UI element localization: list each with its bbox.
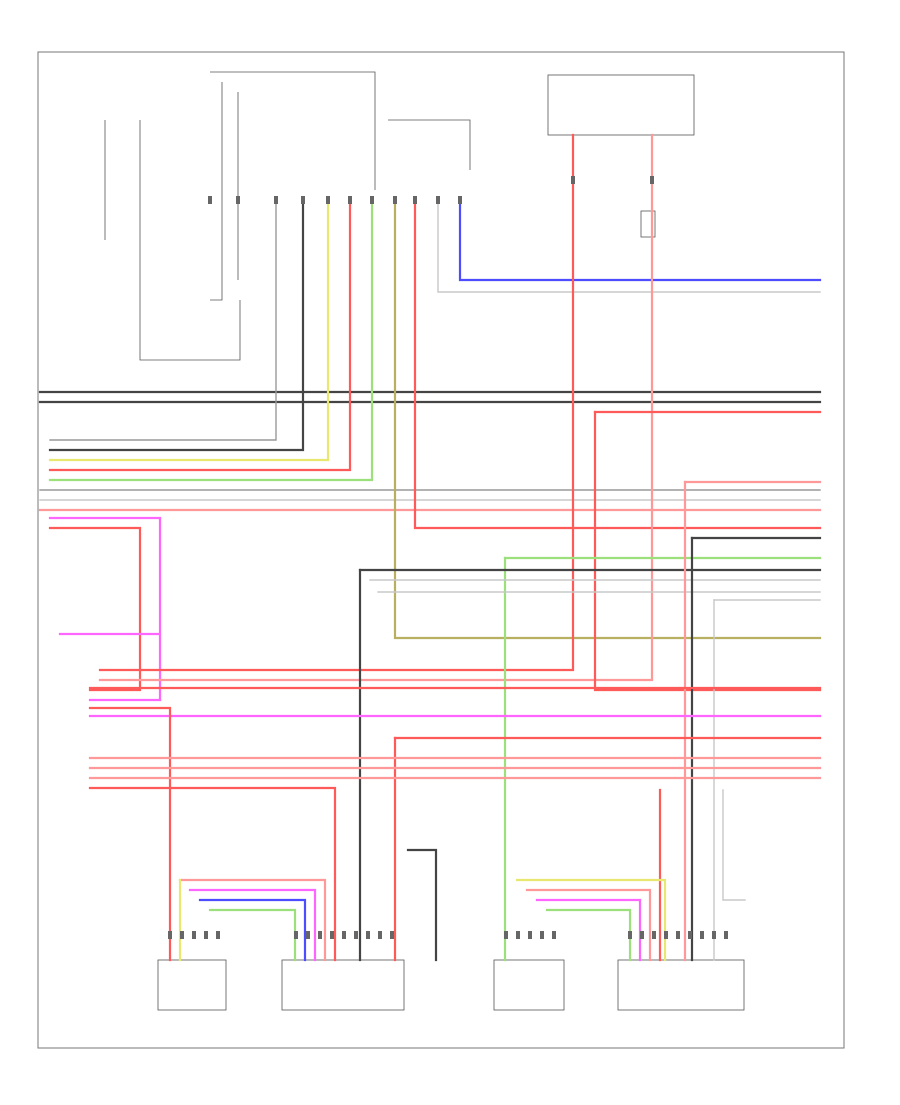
connector-pin-19 xyxy=(330,931,334,939)
connector-pin-28 xyxy=(540,931,544,939)
connector-pin-37 xyxy=(712,931,716,939)
wire-red-16 xyxy=(98,133,575,672)
wire-red-41 xyxy=(88,786,337,962)
connector-pin-38 xyxy=(724,931,728,939)
connector-pin-4 xyxy=(326,196,330,204)
connector-pin-29 xyxy=(552,931,556,939)
connector-pin-17 xyxy=(306,931,310,939)
wire-red-5 xyxy=(48,198,352,472)
wire-pink-17 xyxy=(98,133,654,682)
wire-black-53 xyxy=(406,848,438,962)
connector-pin-25 xyxy=(504,931,508,939)
connector-pin-9 xyxy=(436,196,440,204)
connector-pin-16 xyxy=(294,931,298,939)
connector-pin-23 xyxy=(378,931,382,939)
wire-pink-44 xyxy=(178,878,327,962)
wire-red-34 xyxy=(88,706,172,962)
wire-green-48 xyxy=(208,908,297,962)
wire-blue-47 xyxy=(198,898,307,962)
connector-mark-group xyxy=(168,176,728,939)
wire-group xyxy=(38,133,822,962)
wire-black-3 xyxy=(48,198,305,452)
connector-pin-36 xyxy=(700,931,704,939)
connector-pin-35 xyxy=(688,931,692,939)
connector-pin-3 xyxy=(301,196,305,204)
wire-lightgray-43 xyxy=(722,789,746,901)
connector-right-1 xyxy=(493,959,565,1011)
connector-pin-5 xyxy=(348,196,352,204)
wire-red-12 xyxy=(413,198,822,530)
connector-pin-1 xyxy=(236,196,240,204)
connector-pin-31 xyxy=(640,931,644,939)
connector-right-2 xyxy=(617,959,745,1011)
connector-pin-8 xyxy=(413,196,417,204)
connector-pin-22 xyxy=(366,931,370,939)
wire-yellow-4 xyxy=(48,198,330,462)
connector-pin-10 xyxy=(458,196,462,204)
wire-lightgray-15 xyxy=(437,199,821,293)
left-ground-wire xyxy=(139,120,241,361)
connector-pin-32 xyxy=(652,931,656,939)
connector-pin-21 xyxy=(354,931,358,939)
switch-output-wire xyxy=(388,119,471,170)
connector-pin-30 xyxy=(628,931,632,939)
connector-pin-0 xyxy=(208,196,212,204)
fuse-box xyxy=(547,74,695,136)
connector-pin-20 xyxy=(342,931,346,939)
connector-pin-24 xyxy=(390,931,394,939)
wire-gray-2 xyxy=(49,199,277,441)
connector-pin-26 xyxy=(516,931,520,939)
connector-left-1 xyxy=(157,959,227,1011)
wire-magenta-10 xyxy=(48,516,162,702)
connector-pin-13 xyxy=(192,931,196,939)
connector-pin-34 xyxy=(676,931,680,939)
connector-pin-33 xyxy=(664,931,668,939)
connector-pin-11 xyxy=(168,931,172,939)
connector-left-2 xyxy=(281,959,405,1011)
connector-pin-15 xyxy=(216,931,220,939)
wire-yellow-49 xyxy=(515,878,667,962)
wire-red-11 xyxy=(48,526,142,692)
diagram-frame xyxy=(37,51,845,1049)
wire-blue-14 xyxy=(458,198,822,282)
wire-green-6 xyxy=(48,198,374,482)
connector-pin-12 xyxy=(180,931,184,939)
switch-feed-wire xyxy=(210,82,223,301)
connector-pin-18 xyxy=(318,931,322,939)
connector-pin-2 xyxy=(274,196,278,204)
wire-green-52 xyxy=(545,908,632,962)
connector-pin-39 xyxy=(571,176,575,184)
wire-olive-13 xyxy=(393,198,822,640)
connector-pin-6 xyxy=(370,196,374,204)
connector-pin-14 xyxy=(204,931,208,939)
connector-pin-27 xyxy=(528,931,532,939)
wire-magenta-51 xyxy=(535,898,642,962)
wire-pink-50 xyxy=(525,888,652,962)
connector-pin-7 xyxy=(393,196,397,204)
wire-magenta-46 xyxy=(188,888,317,962)
switch-frame-wire xyxy=(210,71,376,190)
wire-red-19 xyxy=(593,410,822,692)
connector-pin-40 xyxy=(650,176,654,184)
